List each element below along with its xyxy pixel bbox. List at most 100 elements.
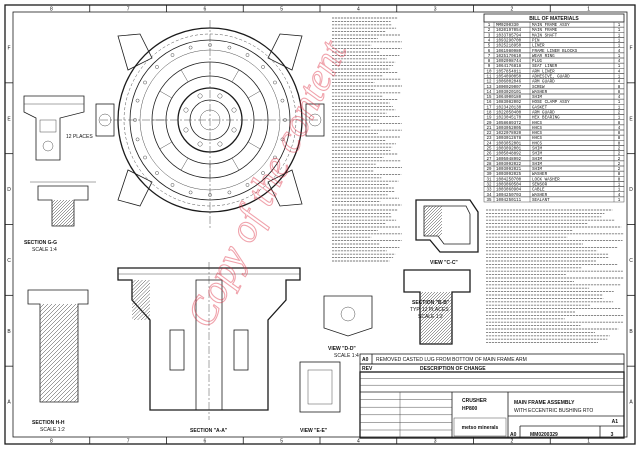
bom-cell-no: 16 xyxy=(486,101,492,105)
bom-cell-qty: 1 xyxy=(618,101,621,105)
sheet-number: 3 xyxy=(611,432,614,438)
bom-cell-qty: 4 xyxy=(618,60,621,64)
section-gg-title: SECTION G-G xyxy=(24,240,57,246)
bom-cell-part: 1003092021 xyxy=(496,168,522,172)
bom-cell-no: 26 xyxy=(486,153,492,157)
section-bb: SECTION "B-B" TYP. 12 PLACES SCALE 1:2 xyxy=(403,269,471,345)
bom-cell-desc: SHIM xyxy=(532,163,543,167)
bom-cell-qty: 8 xyxy=(618,86,621,90)
bom-cell-qty: 4 xyxy=(618,81,621,85)
bom-cell-qty: 2 xyxy=(618,163,621,167)
bom-cell-no: 11 xyxy=(486,75,492,79)
bom-cell-qty: 1 xyxy=(618,199,621,203)
bom-cell-no: 33 xyxy=(486,189,492,193)
bom-cell-part: 1020197054 xyxy=(496,29,522,33)
bom-cell-no: 23 xyxy=(486,137,492,141)
bom-cell-qty: 8 xyxy=(618,122,621,126)
bom-cell-part: 1003012678 xyxy=(496,137,522,141)
bom-cell-qty: 4 xyxy=(618,96,621,100)
bom-cell-desc: PLUG xyxy=(532,60,543,64)
bom-cell-no: 29 xyxy=(486,168,492,172)
bom-cell-no: 22 xyxy=(486,132,492,136)
bom-cell-desc: WEAR RING xyxy=(532,55,555,59)
bom-cell-part: 1025218950 xyxy=(496,45,522,49)
product-line-2: HP800 xyxy=(462,406,478,412)
grid-row-right: E xyxy=(629,116,633,122)
grid-column-bottom: 7 xyxy=(127,439,130,445)
bom-cell-part: 1003020101 xyxy=(496,91,522,95)
bom-cell-part: 1058689372 xyxy=(496,122,522,126)
bom-cell-part: 1005048892 xyxy=(496,153,522,157)
bom-cell-desc: WASHER xyxy=(532,173,548,177)
bom-cell-desc: HHCS xyxy=(532,137,543,141)
bom-cell-part: 1003060504 xyxy=(496,183,522,187)
bom-cell-desc: LOCK WASHER xyxy=(532,178,560,182)
bom-cell-no: 19 xyxy=(486,117,492,121)
bom-cell-part: 1002098744 xyxy=(496,60,522,64)
bom-cell-no: 30 xyxy=(486,173,492,177)
section-bb-scale: SCALE 1:2 xyxy=(418,314,443,320)
grid-row-left: E xyxy=(7,116,11,122)
bom-cell-part: 1003052001 xyxy=(496,142,522,146)
bom-cell-no: 15 xyxy=(486,96,492,100)
bom-cell-qty: 2 xyxy=(618,153,621,157)
bom-cell-desc: HHCS xyxy=(532,142,543,146)
bom-cell-part: 1023045170 xyxy=(496,117,522,121)
section-gg: SECTION G-G SCALE 1:4 xyxy=(24,181,96,253)
bom-cell-desc: PIN xyxy=(532,39,540,43)
bom-cell-qty: 1 xyxy=(618,29,621,33)
grid-column-top: 6 xyxy=(203,7,206,13)
bom-cell-desc: MAIN SHAFT xyxy=(532,34,558,38)
bom-cell-desc: HEX BEARING xyxy=(532,117,560,121)
grid-row-right: C xyxy=(629,258,633,264)
bom-cell-qty: 1 xyxy=(618,106,621,110)
grid-column-top: 1 xyxy=(587,7,590,13)
grid-column-top: 2 xyxy=(510,7,513,13)
grid-row-right: F xyxy=(629,45,632,51)
company-logo-text: metso minerals xyxy=(462,425,499,431)
bom-cell-no: 25 xyxy=(486,147,492,151)
bom-cell-no: 13 xyxy=(486,86,492,90)
title-block: metso minerals CRUSHER HP800 MAIN FRAME … xyxy=(359,371,625,439)
bom-cell-qty: 1 xyxy=(618,75,621,79)
bom-cell-qty: 4 xyxy=(618,127,621,131)
bom-cell-no: 35 xyxy=(486,199,492,203)
bom-cell-part: 1003060904 xyxy=(496,189,522,193)
grid-column-top: 3 xyxy=(434,7,437,13)
rev-header-desc: DESCRIPTION OF CHANGE xyxy=(420,366,486,372)
rev-row-desc: REMOVED CASTED LUG FROM BOTTOM OF MAIN F… xyxy=(376,357,527,363)
bom-cell-desc: CABLE xyxy=(532,189,545,193)
bom-cell-no: 31 xyxy=(486,178,492,182)
sheet-size: A1 xyxy=(612,419,619,425)
rev-row-rev: A0 xyxy=(362,357,369,363)
bom-cell-desc: ADHESIVE, GUARD xyxy=(532,75,570,79)
grid-column-bottom: 5 xyxy=(280,439,283,445)
company-logo: metso minerals xyxy=(453,417,507,437)
bom-cell-desc: SHIM xyxy=(532,158,543,162)
bom-cell-no: 3 xyxy=(488,34,491,38)
places-label: 12 PLACES xyxy=(66,134,93,140)
section-aa: SECTION "A-A" xyxy=(117,262,301,434)
typ-places-label: TYP. 12 PLACES xyxy=(410,307,449,313)
bom-cell-qty: 2 xyxy=(618,111,621,115)
drawing-subtitle: WITH ECCENTRIC BUSHING RTO xyxy=(514,408,593,414)
bom-cell-desc: HHCS xyxy=(532,127,543,131)
bom-cell-no: 1 xyxy=(488,24,491,28)
bom-cell-no: 17 xyxy=(486,106,492,110)
bom-cell-desc: SENSOR xyxy=(532,183,548,187)
bom-cell-no: 21 xyxy=(486,127,492,131)
view-dd: VIEW "D-D" SCALE 1:4 xyxy=(323,295,373,359)
bom-cell-qty: 8 xyxy=(618,178,621,182)
bom-cell-qty: 1 xyxy=(618,183,621,187)
bom-cell-desc: SHIM xyxy=(532,96,543,100)
bom-cell-qty: 1 xyxy=(618,24,621,28)
grid-column-top: 7 xyxy=(127,7,130,13)
grid-row-left: A xyxy=(7,400,11,406)
drawing-rev: A0 xyxy=(510,432,517,438)
section-aa-title: SECTION "A-A" xyxy=(190,428,228,434)
bom-cell-no: 18 xyxy=(486,111,492,115)
